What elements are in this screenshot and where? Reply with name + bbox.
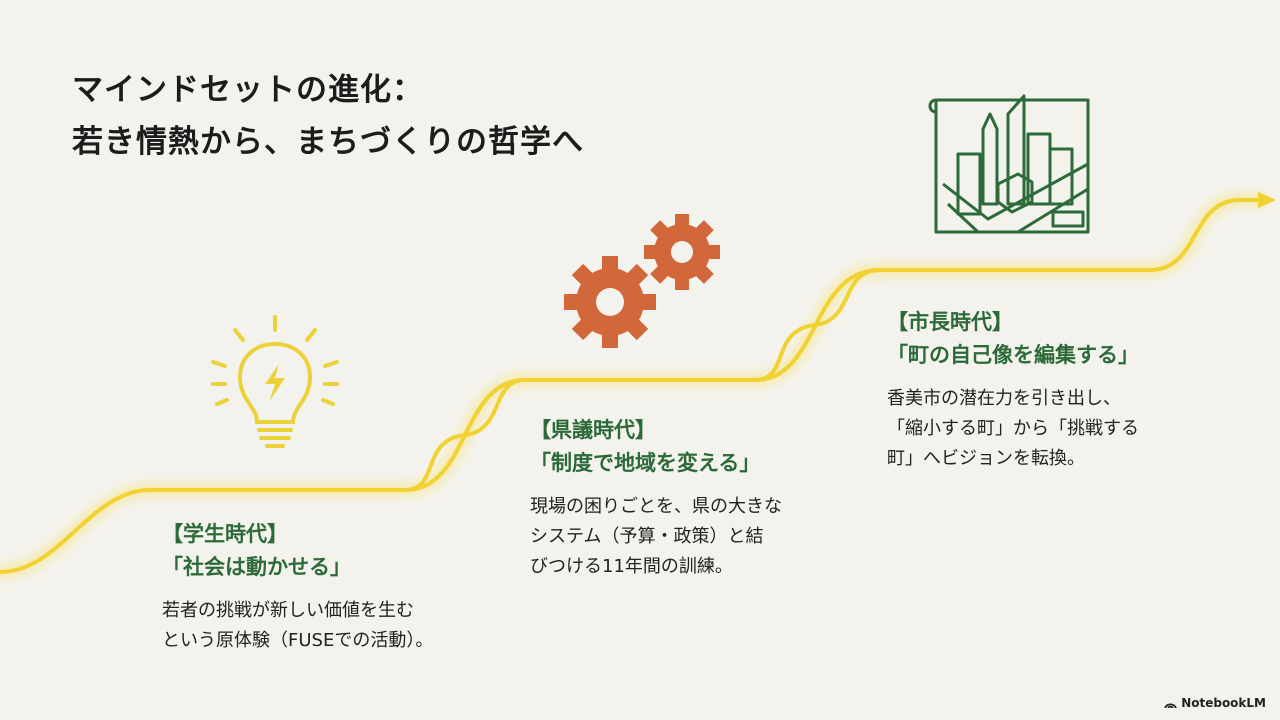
slide-title: マインドセットの進化： 若き情熱から、まちづくりの哲学へ (72, 64, 584, 168)
brand-label: NotebookLM (1181, 696, 1266, 710)
title-line-1: マインドセットの進化： (72, 72, 424, 108)
stage-description: 香美市の潜在力を引き出し、 「縮小する町」から「挑戦する 町」へビジョンを転換。 (887, 388, 1139, 469)
city-blueprint-icon (928, 94, 1090, 234)
stage-motto: 「町の自己像を編集する」 (887, 343, 1139, 367)
stage-student: 【学生時代】 「社会は動かせる」 若者の挑戦が新しい価値を生む という原体験（F… (162, 518, 433, 656)
lightbulb-icon (211, 315, 339, 448)
stage-motto: 「制度で地域を変える」 (530, 451, 761, 475)
stage-mayor: 【市長時代】 「町の自己像を編集する」 香美市の潜在力を引き出し、 「縮小する町… (887, 306, 1139, 474)
notebooklm-brand: NotebookLM (1164, 696, 1266, 710)
notebooklm-logo-icon (1164, 703, 1178, 708)
stage-era: 【学生時代】 (162, 522, 288, 546)
path-strand (753, 268, 882, 382)
stage-era: 【市長時代】 (887, 310, 1013, 334)
path-main (0, 198, 1264, 574)
stage-motto: 「社会は動かせる」 (162, 555, 351, 579)
arrow-head (1258, 192, 1276, 208)
gears-icon (564, 214, 720, 348)
stage-era: 【県議時代】 (530, 418, 656, 442)
stage-prefectural-assembly: 【県議時代】 「制度で地域を変える」 現場の困りごとを、県の大きな システム（予… (530, 414, 782, 582)
path-strand (403, 378, 527, 492)
title-line-2: 若き情熱から、まちづくりの哲学へ (72, 124, 584, 160)
stage-description: 若者の挑戦が新しい価値を生む という原体験（FUSEでの活動）。 (162, 600, 434, 651)
stage-description: 現場の困りごとを、県の大きな システム（予算・政策）と結 びつける11年間の訓練… (530, 496, 782, 577)
